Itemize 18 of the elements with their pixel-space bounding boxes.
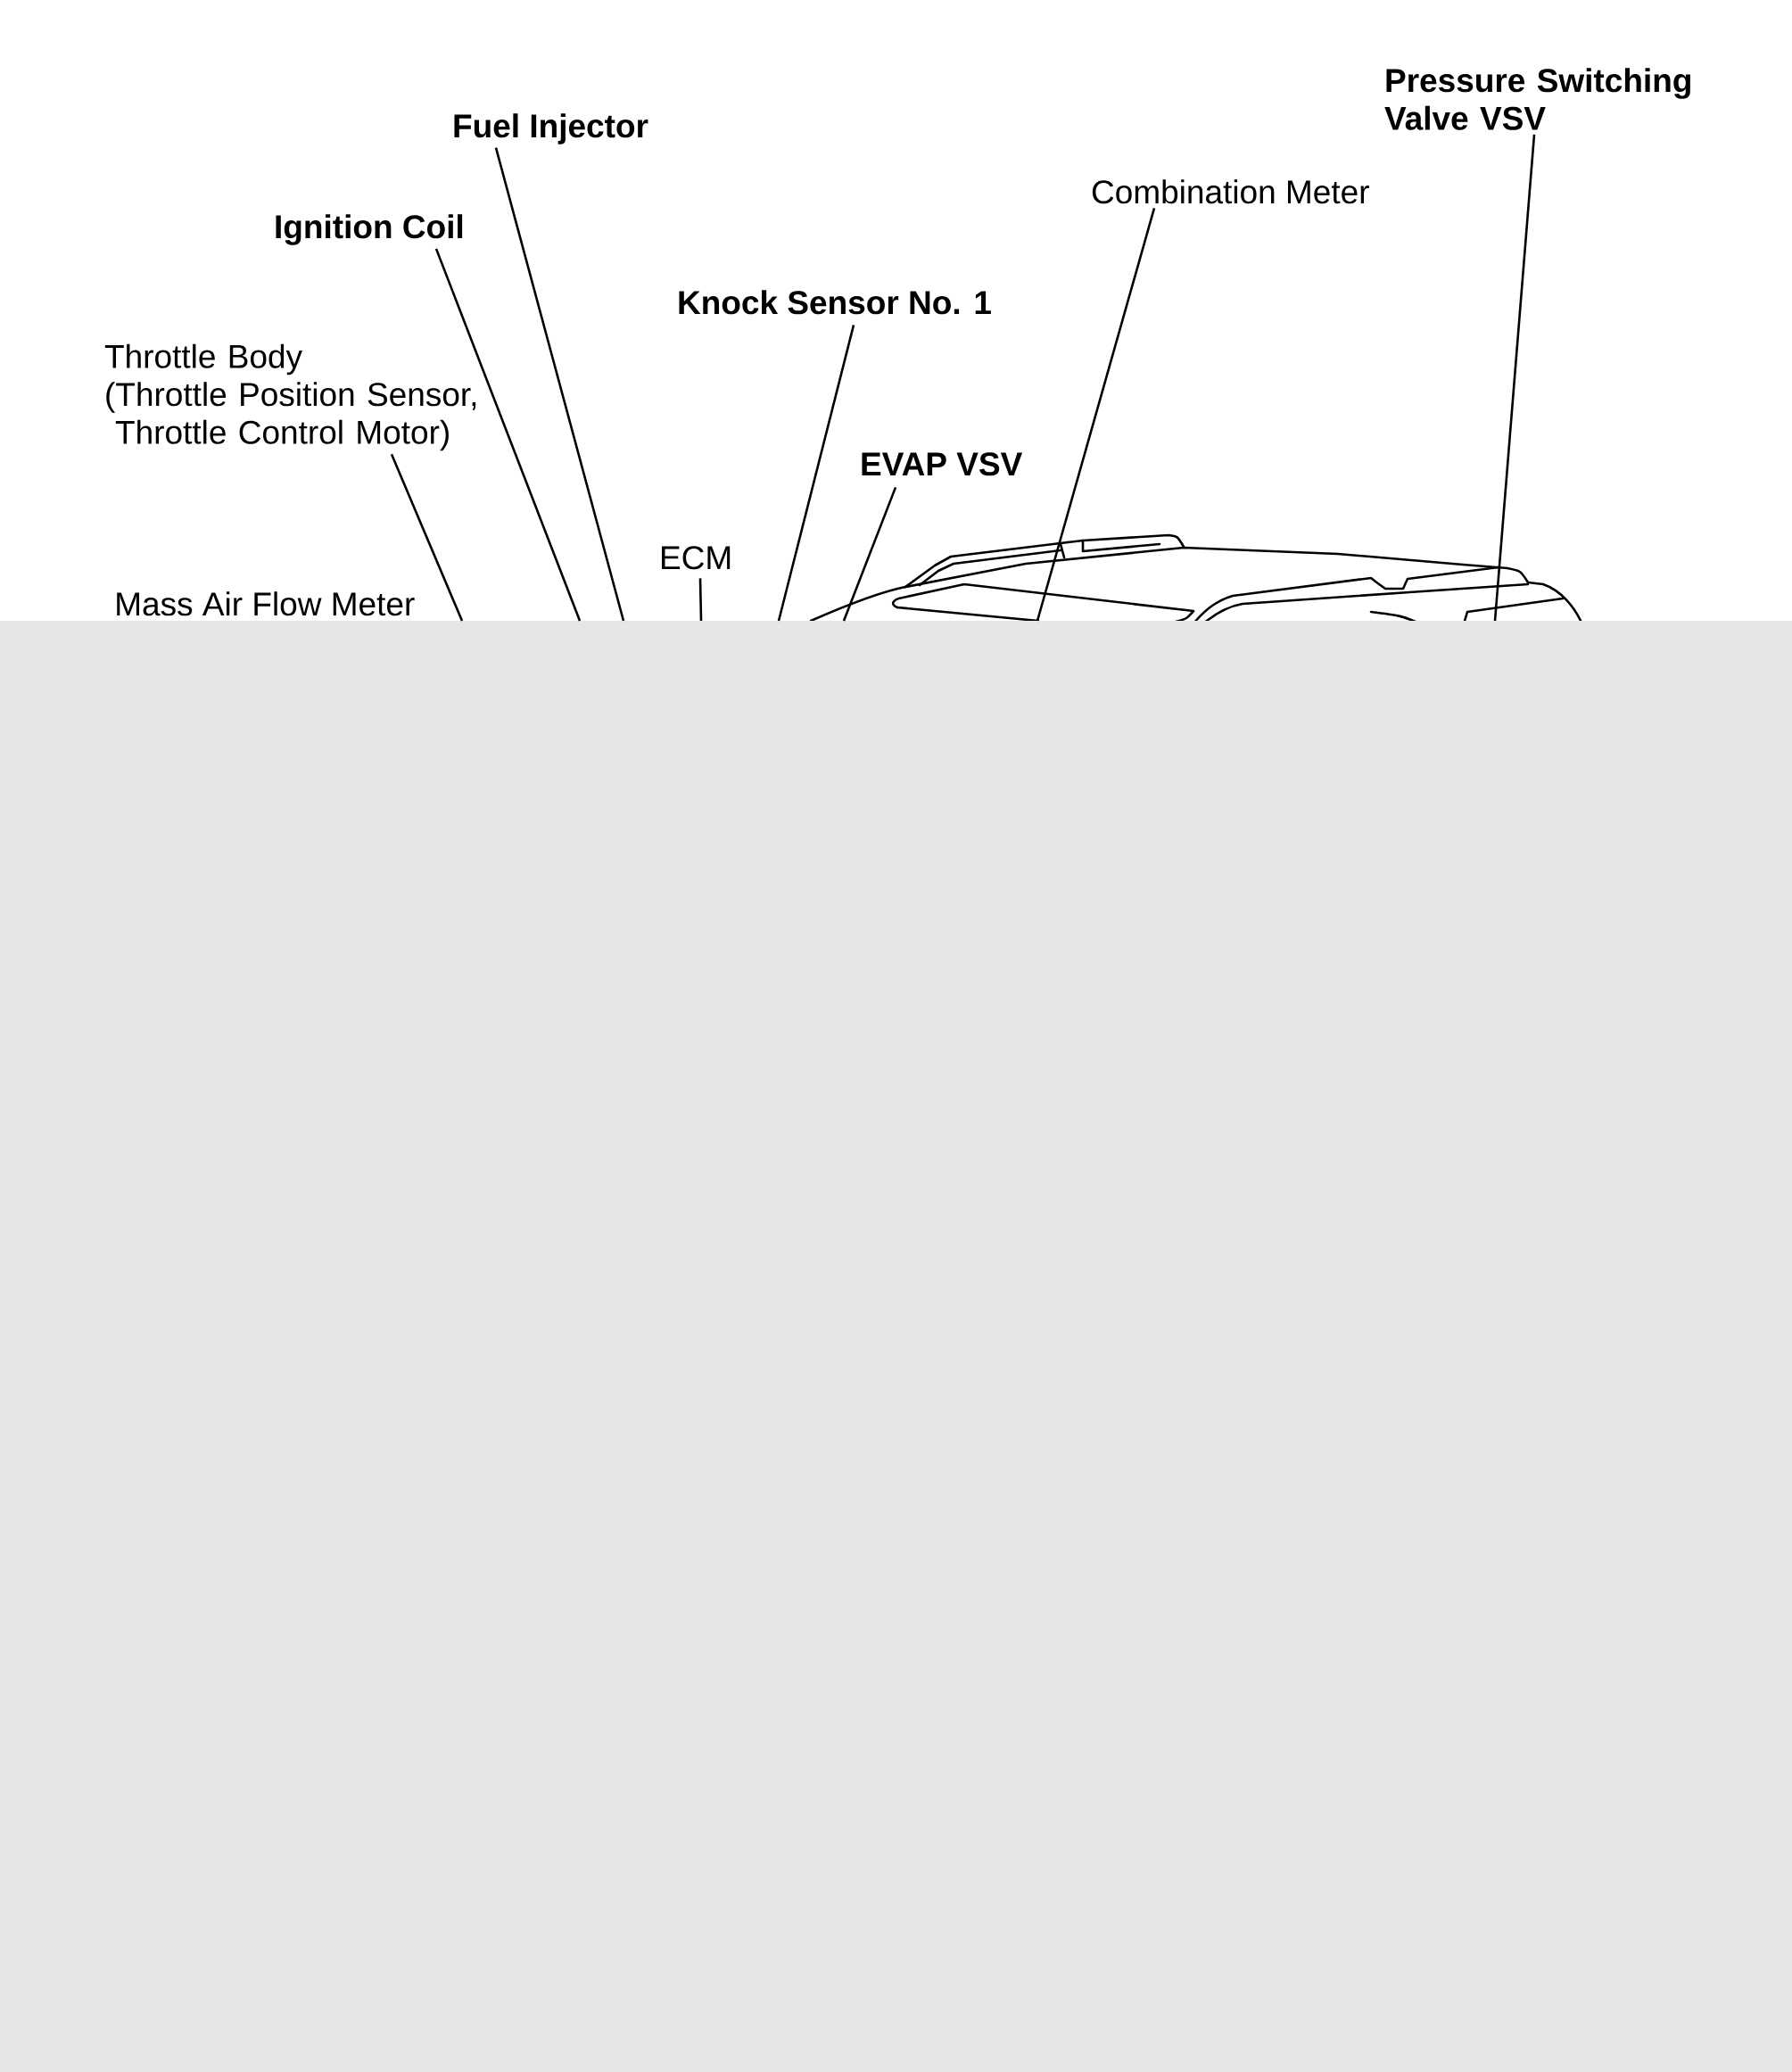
part-label: Pressure Switching Valve VSV bbox=[1384, 68, 1690, 130]
leader-line bbox=[698, 578, 703, 622]
leader-line bbox=[390, 453, 464, 622]
leader-line bbox=[494, 147, 625, 622]
part-label: Throttle Body (Throttle Position Sensor, Throttle Control Motor) bbox=[104, 343, 476, 451]
part-label: Knock Sensor No. 1 bbox=[679, 290, 991, 315]
part-label: Mass Air Flow Meter bbox=[117, 591, 415, 616]
part-label: Ignition Coil bbox=[276, 214, 463, 245]
leader-line bbox=[1036, 208, 1156, 622]
leader-line bbox=[842, 486, 897, 622]
leader-line bbox=[1493, 134, 1536, 622]
part-label: EVAP VSV bbox=[862, 452, 1023, 476]
part-label: ECM bbox=[662, 546, 731, 570]
leader-line bbox=[777, 325, 855, 622]
part-label: Combination Meter bbox=[1092, 179, 1369, 204]
leader-line bbox=[434, 248, 582, 622]
vehicle-drawing bbox=[809, 533, 1584, 621]
part-label: Fuel Injector bbox=[454, 113, 648, 144]
